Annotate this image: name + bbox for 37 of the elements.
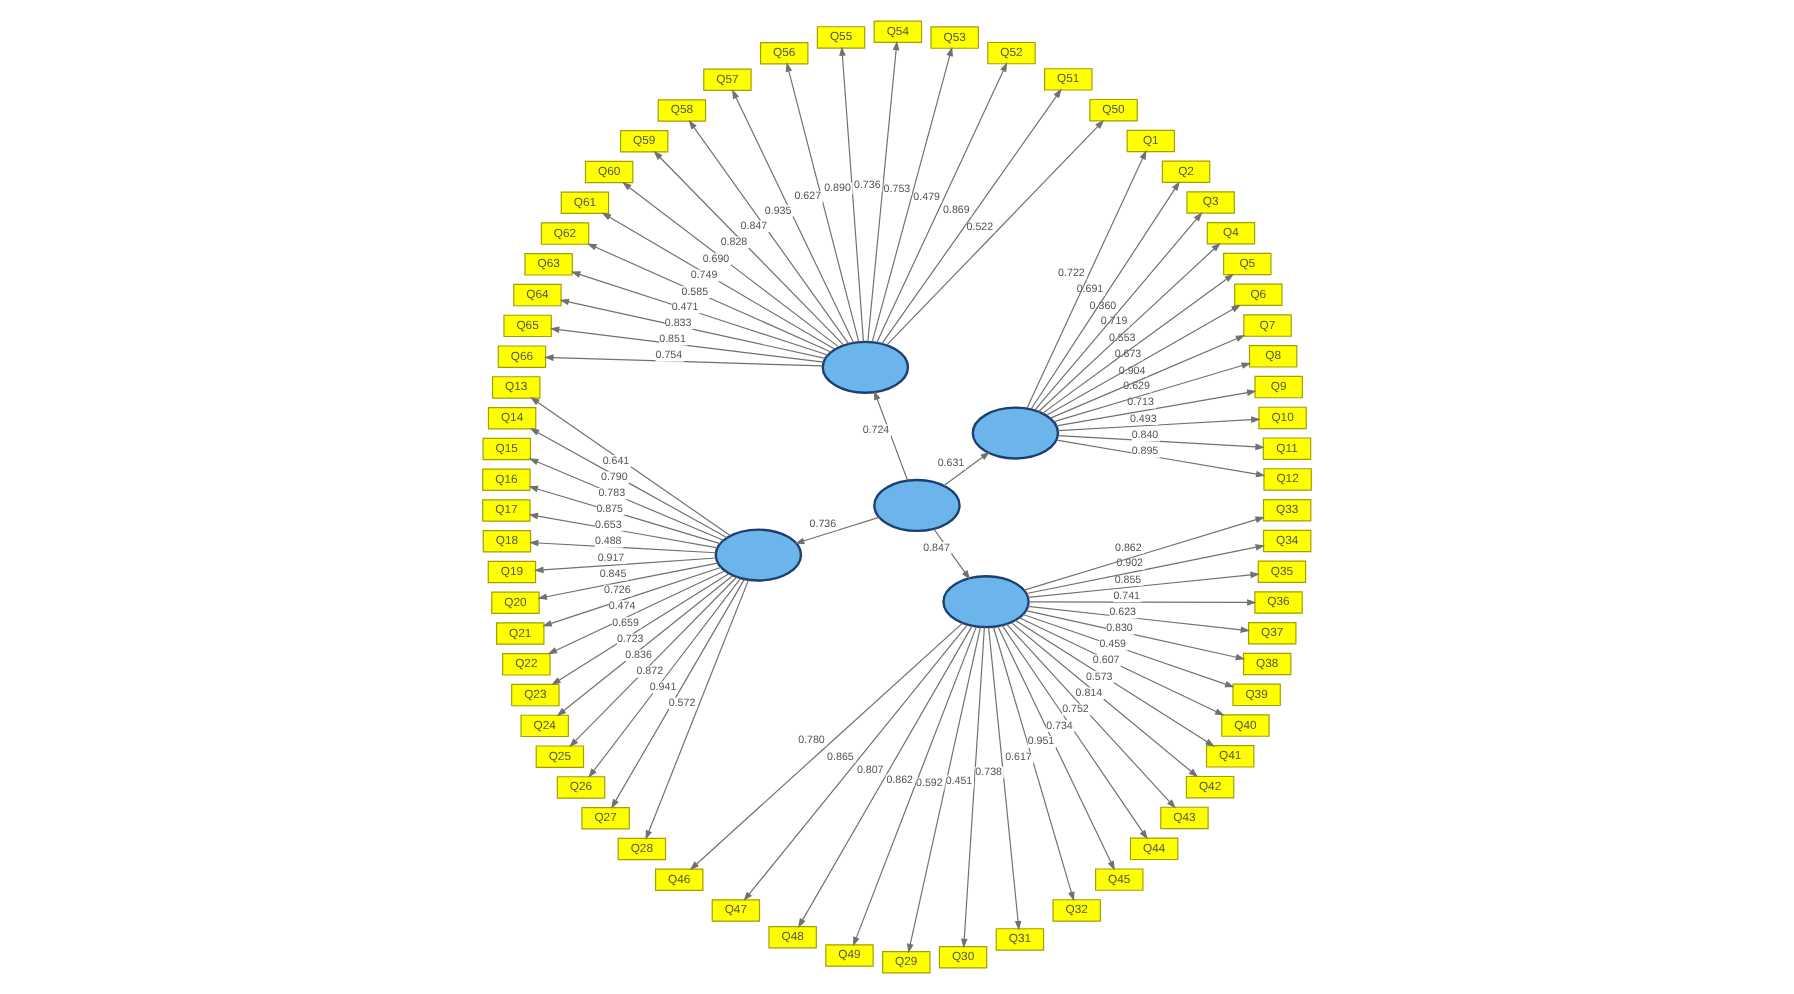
arrow: [785, 62, 860, 343]
arrow: [569, 576, 738, 748]
arrow: [943, 451, 990, 487]
arrow: [1056, 439, 1266, 478]
arrow: [1041, 273, 1234, 414]
arrow: [743, 624, 968, 902]
arrow: [588, 578, 741, 778]
arrow: [933, 528, 971, 580]
arrow: [1057, 434, 1265, 451]
node-ellipse: [821, 340, 910, 394]
arrow: [530, 397, 731, 537]
node-ellipse: [873, 478, 961, 533]
arrow: [1023, 516, 1265, 591]
arrow: [867, 40, 900, 343]
arrow: [907, 626, 982, 954]
arrow: [988, 627, 1022, 931]
arrow: [556, 575, 734, 717]
arrow: [528, 458, 724, 541]
arrow: [544, 354, 824, 367]
arrow: [874, 390, 909, 482]
arrow: [1022, 613, 1235, 688]
arrow: [876, 62, 1008, 344]
arrow: [1057, 416, 1261, 432]
arrow: [534, 557, 717, 574]
arrow: [960, 626, 985, 949]
arrow: [689, 622, 964, 871]
arrow: [871, 46, 953, 343]
arrow: [1049, 335, 1246, 419]
arrow: [1046, 304, 1241, 416]
arrow: [587, 243, 832, 353]
node-ellipse: [942, 575, 1030, 629]
arrow: [1028, 599, 1257, 606]
arrow: [1025, 610, 1246, 661]
arrow: [551, 573, 730, 686]
arrow: [839, 46, 865, 342]
arrow: [529, 539, 717, 554]
arrow: [529, 428, 728, 539]
